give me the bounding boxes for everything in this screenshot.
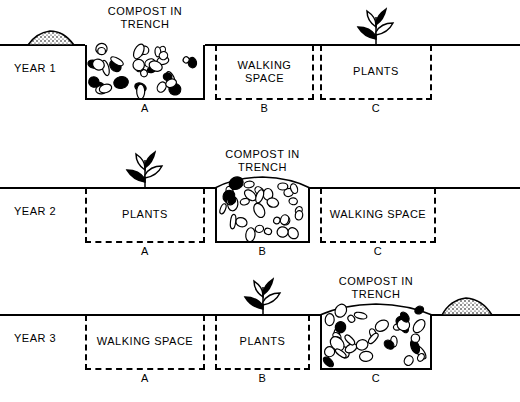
section-letter: B — [217, 245, 308, 258]
compost-lump — [325, 313, 335, 325]
plant — [358, 9, 393, 45]
section-letter: A — [87, 372, 203, 385]
bed-section: PLANTSB — [215, 315, 310, 370]
section-label: PLANTS — [116, 208, 174, 221]
section-letter: A — [87, 245, 203, 258]
compost-lump — [113, 75, 130, 90]
compost-lump — [264, 227, 273, 235]
section-label: COMPOST IN TRENCH — [221, 148, 305, 174]
compost-lump — [109, 55, 124, 67]
compost-lump — [227, 175, 245, 192]
compost-lump — [410, 333, 420, 343]
compost-lump — [182, 56, 191, 65]
section-label: WALKING SPACE — [91, 335, 199, 348]
compost-lump — [137, 84, 145, 99]
compost-lump — [355, 338, 369, 351]
compost-lump — [416, 352, 426, 362]
compost-lump — [254, 189, 265, 204]
compost-trench: COMPOST IN TRENCHC — [320, 315, 432, 370]
compost-lump — [273, 216, 281, 225]
compost-lump — [382, 338, 395, 351]
compost-lump — [91, 57, 107, 72]
compost-lump — [279, 214, 290, 226]
compost-lump — [254, 224, 264, 233]
section-label: WALKING SPACE — [217, 59, 312, 85]
compost-lump — [289, 183, 299, 195]
section-letter: A — [87, 102, 203, 115]
section-label: PLANTS — [234, 335, 292, 348]
compost-lump — [230, 214, 237, 229]
compost-lump — [131, 42, 146, 60]
compost-lump — [280, 215, 292, 227]
compost-lump — [266, 197, 280, 209]
compost-lump — [94, 41, 109, 56]
compost — [87, 41, 432, 368]
compost-lump — [219, 203, 228, 215]
compost-lump — [359, 351, 373, 362]
bed-section: WALKING SPACEA — [85, 315, 205, 370]
compost-lump — [252, 202, 267, 220]
compost-lump — [289, 197, 298, 205]
compost-lump — [133, 59, 145, 71]
compost-lump — [367, 332, 380, 345]
compost-lump — [158, 50, 170, 61]
compost-lump — [295, 210, 304, 221]
bed-section: PLANTSA — [85, 188, 205, 243]
section-label: WALKING SPACE — [324, 208, 432, 221]
compost-lump — [399, 311, 411, 324]
section-letter: C — [322, 102, 430, 115]
ground-line — [0, 45, 520, 315]
compost-lump — [276, 226, 289, 238]
section-letter: B — [217, 102, 312, 115]
compost-lump — [278, 183, 288, 190]
section-letter: C — [322, 245, 434, 258]
compost-lump — [87, 75, 101, 89]
compost-lump — [354, 311, 368, 320]
bed-section: WALKING SPACEB — [215, 45, 314, 100]
compost-lump — [245, 227, 256, 242]
compost-lump — [148, 59, 164, 73]
compost-lump — [98, 83, 113, 95]
compost-lump — [334, 321, 347, 334]
bed-section: PLANTSC — [320, 45, 432, 100]
plant — [127, 152, 162, 188]
section-label: COMPOST IN TRENCH — [334, 275, 418, 301]
compost-lump — [403, 354, 415, 367]
compost-lump — [322, 355, 336, 368]
compost-lump — [411, 317, 428, 335]
section-letter: B — [217, 372, 308, 385]
compost-lump — [334, 348, 347, 360]
compost-lump — [235, 216, 249, 228]
compost-lump — [240, 198, 250, 206]
compost-lump — [227, 195, 237, 205]
compost-lump — [333, 302, 349, 319]
compost-trench: COMPOST IN TRENCHB — [215, 188, 310, 243]
section-letter: C — [322, 372, 430, 385]
compost-trench: COMPOST IN TRENCHA — [85, 45, 205, 100]
compost-lump — [164, 77, 177, 89]
soil-mound — [28, 31, 74, 45]
compost-lump — [413, 305, 425, 316]
soil-mound — [442, 298, 492, 315]
year-label: YEAR 2 — [14, 205, 56, 218]
plant — [245, 279, 280, 315]
section-label: COMPOST IN TRENCH — [103, 5, 187, 31]
year-label: YEAR 1 — [14, 62, 56, 75]
bed-section: WALKING SPACEC — [320, 188, 436, 243]
year-label: YEAR 3 — [14, 332, 56, 345]
compost-lump — [343, 334, 356, 347]
section-label: PLANTS — [347, 65, 405, 78]
compost-lump — [97, 47, 105, 55]
